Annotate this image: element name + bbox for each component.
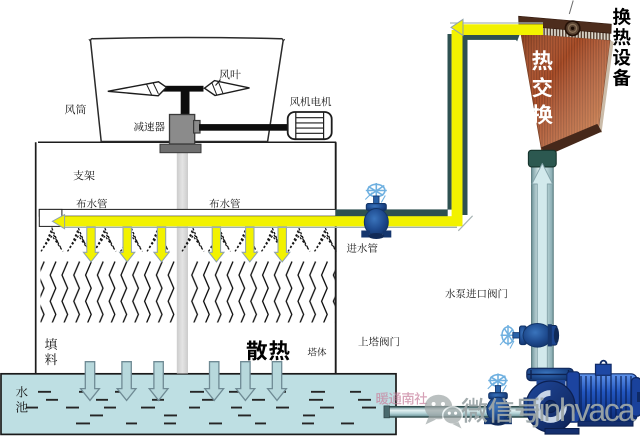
svg-text:jinhvaca: jinhvaca xyxy=(533,392,636,428)
